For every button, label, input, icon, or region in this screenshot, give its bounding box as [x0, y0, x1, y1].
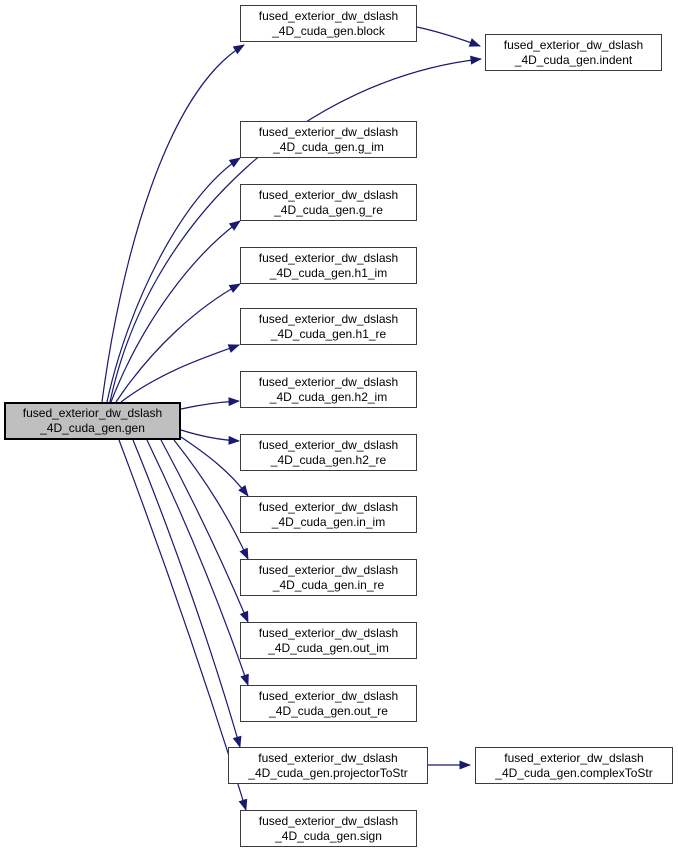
node-h1_im-line2: _4D_cuda_gen.h1_im: [269, 265, 388, 280]
node-h1_re[interactable]: fused_exterior_dw_dslash _4D_cuda_gen.h1…: [240, 308, 417, 345]
node-gen-line2: _4D_cuda_gen.gen: [40, 421, 145, 435]
edge-gen-sign: [118, 439, 248, 811]
node-complexToStr-line1: fused_exterior_dw_dslash: [504, 750, 644, 765]
node-h2_im-line2: _4D_cuda_gen.h2_im: [269, 389, 388, 404]
node-in_re-line2: _4D_cuda_gen.in_re: [272, 577, 385, 592]
node-complexToStr-line2: _4D_cuda_gen.complexToStr: [495, 765, 653, 780]
node-g_re-line1: fused_exterior_dw_dslash: [258, 187, 399, 202]
node-indent[interactable]: fused_exterior_dw_dslash _4D_cuda_gen.in…: [485, 34, 662, 71]
edge-gen-projectorToStr: [132, 439, 242, 748]
node-out_re-line2: _4D_cuda_gen.out_re: [269, 703, 388, 718]
node-block-line1: fused_exterior_dw_dslash: [258, 8, 399, 23]
node-projectorToStr[interactable]: fused_exterior_dw_dslash _4D_cuda_gen.pr…: [228, 747, 428, 784]
node-h2_im-line1: fused_exterior_dw_dslash: [258, 374, 399, 389]
edge-gen-g_re: [110, 220, 241, 403]
node-projectorToStr-line1: fused_exterior_dw_dslash: [258, 750, 398, 765]
node-out_im[interactable]: fused_exterior_dw_dslash _4D_cuda_gen.ou…: [240, 622, 417, 659]
node-in_im-line2: _4D_cuda_gen.in_im: [271, 514, 386, 529]
edge-gen-indent: [109, 55, 482, 403]
node-indent-line1: fused_exterior_dw_dslash: [503, 37, 644, 52]
edge-gen-in_re: [173, 439, 249, 560]
node-indent-line2: _4D_cuda_gen.indent: [514, 52, 633, 67]
node-block-line2: _4D_cuda_gen.block: [272, 23, 385, 38]
edge-gen-out_im: [160, 439, 249, 623]
node-h1_re-line2: _4D_cuda_gen.h1_re: [270, 326, 387, 341]
node-h2_re-line1: fused_exterior_dw_dslash: [258, 437, 399, 452]
node-g_re[interactable]: fused_exterior_dw_dslash _4D_cuda_gen.g_…: [240, 184, 417, 221]
node-sign[interactable]: fused_exterior_dw_dslash _4D_cuda_gen.si…: [240, 810, 417, 847]
edge-gen-h1_im: [115, 283, 241, 403]
edge-gen-out_re: [146, 439, 249, 686]
node-out_im-line2: _4D_cuda_gen.out_im: [268, 640, 389, 655]
node-gen: fused_exterior_dw_dslash _4D_cuda_gen.ge…: [4, 402, 181, 440]
node-in_re[interactable]: fused_exterior_dw_dslash _4D_cuda_gen.in…: [240, 559, 417, 596]
edge-block-indent: [416, 26, 481, 47]
node-in_im-line1: fused_exterior_dw_dslash: [258, 499, 399, 514]
node-g_re-line2: _4D_cuda_gen.g_re: [274, 202, 383, 217]
edge-gen-in_im: [180, 436, 249, 497]
node-h2_im[interactable]: fused_exterior_dw_dslash _4D_cuda_gen.h2…: [240, 371, 417, 408]
node-h2_re[interactable]: fused_exterior_dw_dslash _4D_cuda_gen.h2…: [240, 434, 417, 471]
node-sign-line1: fused_exterior_dw_dslash: [258, 813, 399, 828]
edge-gen-block: [101, 44, 245, 403]
node-complexToStr[interactable]: fused_exterior_dw_dslash _4D_cuda_gen.co…: [475, 747, 673, 784]
node-out_re-line1: fused_exterior_dw_dslash: [258, 688, 399, 703]
edge-gen-h2_im: [180, 397, 240, 410]
node-gen-line1: fused_exterior_dw_dslash: [22, 406, 163, 420]
node-out_im-line1: fused_exterior_dw_dslash: [258, 625, 399, 640]
edge-gen-h1_re: [120, 344, 240, 403]
node-h1_im[interactable]: fused_exterior_dw_dslash _4D_cuda_gen.h1…: [240, 247, 417, 284]
node-in_re-line1: fused_exterior_dw_dslash: [258, 562, 399, 577]
node-g_im-line2: _4D_cuda_gen.g_im: [273, 139, 384, 154]
edge-gen-g_im: [106, 157, 241, 403]
node-g_im[interactable]: fused_exterior_dw_dslash _4D_cuda_gen.g_…: [240, 121, 417, 158]
node-projectorToStr-line2: _4D_cuda_gen.projectorToStr: [248, 765, 408, 780]
node-h2_re-line2: _4D_cuda_gen.h2_re: [270, 452, 387, 467]
node-block[interactable]: fused_exterior_dw_dslash _4D_cuda_gen.bl…: [240, 5, 417, 42]
node-h1_re-line1: fused_exterior_dw_dslash: [258, 311, 399, 326]
node-in_im[interactable]: fused_exterior_dw_dslash _4D_cuda_gen.in…: [240, 496, 417, 533]
node-sign-line2: _4D_cuda_gen.sign: [275, 828, 382, 843]
edge-gen-h2_re: [180, 429, 240, 445]
node-g_im-line1: fused_exterior_dw_dslash: [258, 124, 399, 139]
node-h1_im-line1: fused_exterior_dw_dslash: [258, 250, 399, 265]
node-out_re[interactable]: fused_exterior_dw_dslash _4D_cuda_gen.ou…: [240, 685, 417, 722]
